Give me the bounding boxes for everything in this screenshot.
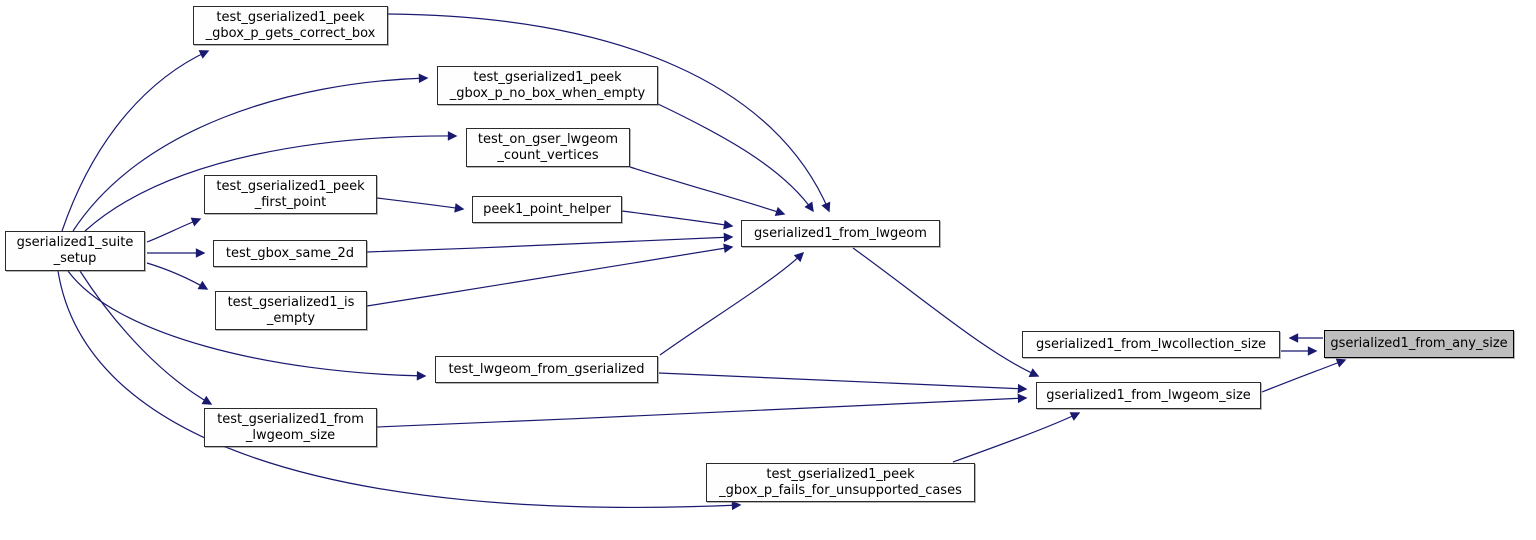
edge-setup-to-no-box-when-empty — [72, 73, 429, 232]
node-label: _gbox_p_gets_correct_box — [205, 25, 376, 41]
node-test-gserialized1-peek-first-point[interactable]: test_gserialized1_peek _first_point — [204, 175, 377, 214]
edge-test-from-lwgeom-size-to-lwgeom-size — [376, 393, 1028, 428]
node-label: test_on_gser_lwgeom — [477, 131, 619, 147]
node-label: _setup — [53, 251, 97, 266]
edge-gbox-same-2d-to-from-lwgeom — [366, 232, 734, 253]
edge-setup-to-gets-correct-box — [61, 50, 210, 232]
node-test-gserialized1-peek-gbox-p-no-box-when-empty[interactable]: test_gserialized1_peek _gbox_p_no_box_wh… — [437, 66, 658, 105]
node-label: _first_point — [254, 194, 327, 210]
node-label: gserialized1_from_lwcollection_size — [1035, 336, 1267, 352]
node-gserialized1-from-lwgeom-size[interactable]: gserialized1_from_lwgeom_size — [1036, 382, 1261, 409]
edge-lwgeom-from-gserialized-to-lwgeom-size — [658, 372, 1028, 394]
node-test-gserialized1-is-empty[interactable]: test_gserialized1_is _empty — [215, 291, 367, 330]
node-label: gserialized1_suite — [16, 235, 134, 250]
edge-setup-to-test-from-lwgeom-size — [79, 270, 213, 405]
edge-gets-correct-box-to-from-lwgeom — [387, 13, 831, 213]
edge-setup-to-first-point — [146, 217, 202, 243]
node-label: gserialized1_from_lwgeom_size — [1046, 387, 1251, 403]
node-label: _count_vertices — [497, 147, 599, 163]
edge-setup-to-count-vertices — [84, 131, 458, 232]
node-test-gserialized1-peek-gbox-p-gets-correct-box[interactable]: test_gserialized1_peek _gbox_p_gets_corr… — [193, 6, 388, 45]
edge-first-point-to-peek1-helper — [376, 197, 465, 213]
node-gserialized1-suite-setup[interactable]: gserialized1_suite _setup — [5, 231, 145, 271]
node-label: _empty — [266, 310, 316, 326]
node-label: test_lwgeom_from_gserialized — [448, 361, 645, 377]
node-gserialized1-from-any-size[interactable]: gserialized1_from_any_size — [1324, 330, 1514, 358]
edge-setup-to-is-empty — [146, 262, 209, 290]
node-label: test_gserialized1_is — [227, 294, 355, 310]
node-label: _gbox_p_fails_for_unsupported_cases — [719, 482, 962, 498]
edge-count-vertices-to-from-lwgeom — [629, 166, 786, 216]
edge-from-lwgeom-to-lwgeom-size — [852, 247, 1040, 378]
edge-lwgeom-from-gserialized-to-from-lwgeom — [659, 252, 805, 356]
node-test-gserialized1-from-lwgeom-size[interactable]: test_gserialized1_from _lwgeom_size — [204, 408, 377, 447]
node-gserialized1-from-lwgeom[interactable]: gserialized1_from_lwgeom — [741, 220, 940, 247]
node-label: peek1_point_helper — [483, 201, 611, 217]
node-label: test_gserialized1_from — [217, 411, 364, 427]
node-test-gserialized1-peek-gbox-p-fails-for-unsupported-cases[interactable]: test_gserialized1_peek _gbox_p_fails_for… — [706, 463, 975, 502]
edge-lwgeom-size-to-any-size — [1261, 358, 1347, 393]
node-label: test_gserialized1_peek — [473, 69, 622, 85]
node-label: gserialized1_from_lwgeom — [754, 225, 927, 241]
node-label: gserialized1_from_any_size — [1330, 336, 1508, 351]
edge-fails-unsupported-to-lwgeom-size — [952, 412, 1081, 463]
edge-setup-to-fails-unsupported — [57, 270, 742, 511]
edge-setup-to-lwgeom-from-gserialized — [67, 270, 427, 381]
node-gserialized1-from-lwcollection-size[interactable]: gserialized1_from_lwcollection_size — [1022, 331, 1280, 358]
node-label: _lwgeom_size — [245, 427, 336, 443]
node-test-on-gser-lwgeom-count-vertices[interactable]: test_on_gser_lwgeom _count_vertices — [466, 128, 630, 167]
node-label: test_gserialized1_peek — [216, 178, 365, 194]
edge-no-box-to-from-lwgeom — [657, 103, 814, 213]
node-label: test_gbox_same_2d — [225, 245, 355, 261]
node-test-lwgeom-from-gserialized[interactable]: test_lwgeom_from_gserialized — [435, 356, 658, 383]
edge-peek1-helper-to-from-lwgeom — [621, 210, 734, 230]
node-label: test_gserialized1_peek — [766, 466, 915, 482]
node-label: _gbox_p_no_box_when_empty — [449, 85, 646, 101]
node-test-gbox-same-2d[interactable]: test_gbox_same_2d — [213, 240, 367, 267]
edge-is-empty-to-from-lwgeom — [366, 243, 734, 307]
node-label: test_gserialized1_peek — [216, 9, 365, 25]
node-peek1-point-helper[interactable]: peek1_point_helper — [472, 196, 622, 223]
